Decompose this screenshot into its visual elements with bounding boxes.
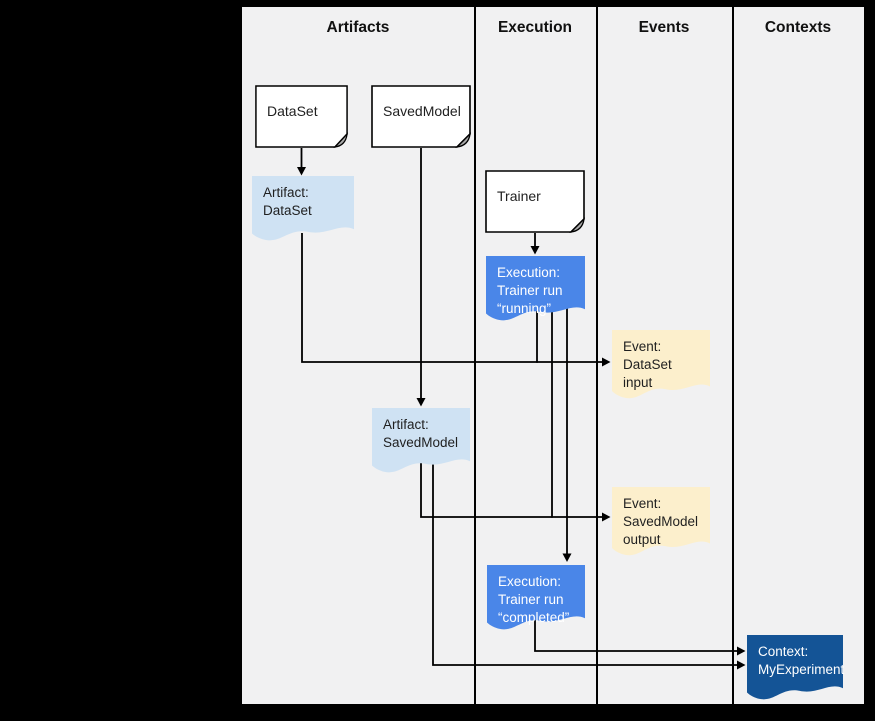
dataset-node: DataSet — [255, 85, 348, 148]
execution-running-node: Execution: Trainer run “running” — [486, 256, 585, 322]
mlmd-flow-diagram: Artifacts Execution Events Contexts — [240, 5, 866, 706]
event-dataset-input-node: Event: DataSet input — [612, 330, 710, 400]
context-myexperiment-label: Context: MyExperiment — [758, 644, 845, 677]
event-savedmodel-output-node: Event: SavedModel output — [612, 487, 710, 557]
execution-completed-label: Execution: Trainer run “completed” — [498, 574, 570, 625]
wavy-document-icon — [486, 256, 585, 321]
trainer-node: Trainer — [485, 170, 585, 233]
wavy-document-icon — [252, 176, 354, 241]
column-header-contexts: Contexts — [764, 19, 832, 36]
artifact-savedmodel-label: Artifact: SavedModel — [383, 417, 459, 450]
wavy-document-icon — [612, 487, 710, 556]
event-savedmodel-output-label: Event: SavedModel output — [623, 496, 699, 547]
trainer-label: Trainer — [497, 187, 541, 204]
document-fold-icon — [485, 170, 585, 233]
artifact-dataset-node: Artifact: DataSet — [252, 176, 354, 242]
context-myexperiment-node: Context: MyExperiment — [747, 635, 845, 701]
document-fold-icon — [371, 85, 471, 148]
document-fold-icon — [255, 85, 348, 148]
event-dataset-input-label: Event: DataSet input — [623, 339, 672, 390]
execution-running-label: Execution: Trainer run “running” — [497, 265, 563, 316]
wavy-document-icon — [487, 565, 585, 630]
wavy-document-icon — [747, 635, 843, 700]
artifact-dataset-label: Artifact: DataSet — [263, 185, 312, 218]
execution-completed-node: Execution: Trainer run “completed” — [487, 565, 585, 631]
column-header-artifacts: Artifacts — [326, 19, 390, 36]
artifact-savedmodel-node: Artifact: SavedModel — [372, 408, 470, 474]
column-header-execution: Execution — [497, 19, 573, 36]
column-divider — [732, 7, 734, 704]
column-header-events: Events — [638, 19, 690, 36]
column-divider — [474, 7, 476, 704]
dataset-label: DataSet — [267, 102, 318, 119]
savedmodel-node: SavedModel — [371, 85, 471, 148]
wavy-document-icon — [612, 330, 710, 399]
wavy-document-icon — [372, 408, 470, 473]
connector-lines — [297, 148, 746, 670]
column-divider — [596, 7, 598, 704]
savedmodel-label: SavedModel — [383, 102, 461, 119]
